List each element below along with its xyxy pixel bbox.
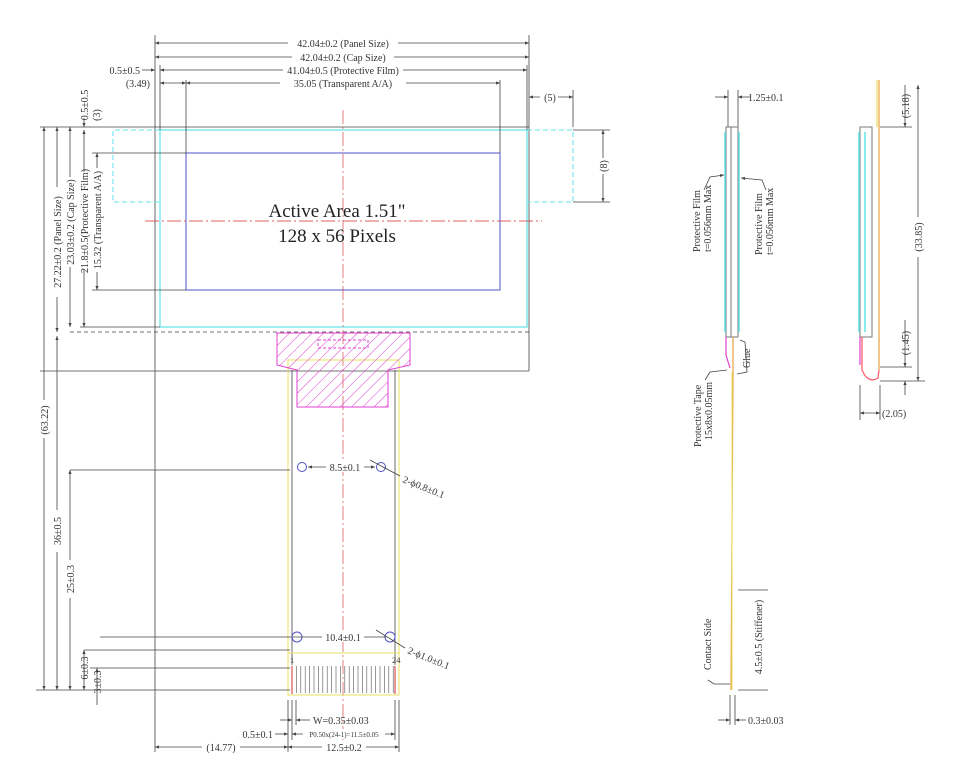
- fpc-25: 25±0.3: [66, 565, 77, 593]
- front-view: Active Area 1.51" 128 x 56 Pixels 8.5±0.…: [36, 35, 610, 754]
- aa-offset: (3.49): [126, 79, 150, 90]
- fpc-thickness: 0.3±0.03: [748, 716, 784, 727]
- fpc-6: 6±0.3: [80, 657, 91, 680]
- film-left-thickness: t=0.056mm Max: [703, 185, 714, 252]
- tape-label: Protective Tape: [693, 384, 704, 447]
- bent-depth: (2.05): [882, 409, 906, 420]
- contact-fingers: [291, 666, 394, 693]
- active-area-label: Active Area 1.51": [268, 201, 405, 222]
- alignment-hole: [297, 462, 307, 472]
- bent-view: (5.18) (33.85) (1.45) (2.05): [858, 80, 925, 420]
- tape-size: 15x8x0.05mm: [704, 382, 715, 440]
- top-offset: 0.5±0.5: [80, 90, 91, 121]
- pixels-label: 128 x 56 Pixels: [278, 226, 396, 247]
- hole-pitch-upper: 8.5±0.1: [330, 463, 361, 474]
- connector-area: [287, 652, 400, 696]
- film-offset: 0.5±0.5: [110, 66, 141, 77]
- fpc-stiffener-hatched: [276, 332, 411, 408]
- film-height: 21.8±0.5(Protective Film): [80, 169, 91, 273]
- bent-length: (33.85): [914, 222, 925, 251]
- top-dimensions: 42.04±0.2 (Panel Size) 42.04±0.2 (Cap Si…: [110, 37, 610, 203]
- bent-bend: (1.45): [901, 331, 912, 355]
- pin-last-label: 24: [392, 655, 401, 665]
- leader-line: [375, 629, 406, 649]
- aa-top: (3): [92, 109, 103, 121]
- leader-line: [369, 459, 401, 477]
- left-dimensions: (63.22) 27.22±0.2 (Panel Size) 36±0.5 23…: [36, 90, 290, 705]
- left-offset: (14.77): [206, 743, 235, 754]
- cap-width: 42.04±0.2 (Cap Size): [300, 53, 385, 64]
- hole-dia-upper: 2-ϕ0.8±0.1: [401, 475, 446, 502]
- protective-film-outline: [159, 129, 528, 328]
- film-left-label: Protective Film: [692, 190, 703, 252]
- film-right-label: Protective Film: [754, 193, 765, 255]
- total-height: (63.22): [40, 405, 51, 434]
- panel-thickness: 1.25±0.1: [748, 93, 784, 104]
- pin-first-label: 1: [290, 655, 294, 665]
- fpc-3: 3±0.3: [93, 671, 104, 694]
- side-view: 1.25±0.1 Protective Film t=0.056mm Max P…: [692, 90, 784, 727]
- edge-offset: 0.5±0.1: [243, 730, 274, 741]
- bent-top: (5.18): [901, 94, 912, 118]
- stiffener-label: 4.5±0.5 (Stiffener): [754, 600, 765, 674]
- fpc-36: 36±0.5: [53, 517, 64, 545]
- cap-height: 23.03±0.2 (Cap Size): [66, 179, 77, 264]
- tab-width: (5): [544, 93, 556, 104]
- fpc-width: 12.5±0.2: [326, 743, 362, 754]
- pitch-label: P0.50x(24-1)=11.5±0.05: [309, 731, 379, 739]
- film-width: 41.04±0.5 (Protective Film): [287, 66, 399, 77]
- film-right-thickness: t=0.056mm Max: [765, 188, 776, 255]
- panel-width: 42.04±0.2 (Panel Size): [297, 39, 389, 50]
- aa-width: 35.05 (Transparent A/A): [294, 79, 392, 90]
- tab-height: (8): [599, 160, 610, 172]
- glue-label: Glue: [742, 348, 753, 368]
- hole-pitch-lower: 10.4±0.1: [325, 633, 361, 644]
- film-tabs: [112, 129, 574, 203]
- hole-dia-lower: 2-ϕ1.0±0.1: [406, 646, 451, 673]
- contact-side-label: Contact Side: [703, 618, 714, 670]
- panel-side: [725, 126, 739, 338]
- finger-width: W=0.35±0.03: [313, 716, 369, 727]
- aa-height: 15.32 (Transparent A/A): [93, 171, 104, 269]
- fpc-window: [317, 339, 369, 349]
- fpc-tail: [287, 359, 400, 696]
- alignment-hole: [376, 462, 386, 472]
- panel-height: 27.22±0.2 (Panel Size): [53, 196, 64, 288]
